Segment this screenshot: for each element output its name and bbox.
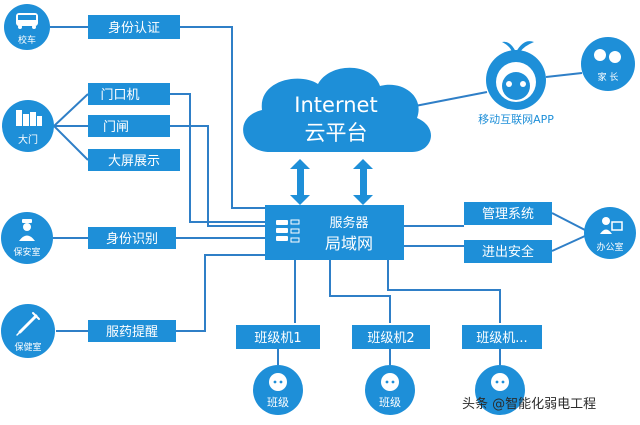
cloud-server-arrows xyxy=(290,159,373,205)
child-face-icon xyxy=(491,373,509,391)
box-medicine-reminder: 服药提醒 xyxy=(106,324,158,340)
node-security-room-label: 保安室 xyxy=(13,246,40,258)
watermark-text: 头条 @智能化弱电工程 xyxy=(462,397,597,412)
child-face-icon xyxy=(381,373,399,391)
right-boxes: 管理系统 进出安全 xyxy=(464,202,552,263)
node-security-room: 保安室 xyxy=(1,212,53,264)
family-icon xyxy=(594,49,621,63)
node-office-label: 办公室 xyxy=(596,241,623,253)
box-class-machine-more: 班级机... xyxy=(476,331,527,346)
node-parents-label: 家 长 xyxy=(598,71,619,83)
box-turnstile: 门闸 xyxy=(103,120,129,135)
node-school-bus: 校车 xyxy=(4,4,50,50)
node-parents: 家 长 xyxy=(581,37,635,91)
guard-icon xyxy=(19,219,35,241)
node-gate: 大门 xyxy=(2,100,54,152)
box-class-machine-2: 班级机2 xyxy=(367,331,414,346)
node-clinic-label: 保健室 xyxy=(14,341,41,353)
child-face-icon xyxy=(269,373,287,391)
node-class-3 xyxy=(475,365,525,415)
server-rack-icon xyxy=(276,219,300,243)
box-big-screen: 大屏展示 xyxy=(108,154,160,169)
mobile-app-label: 移动互联网APP xyxy=(478,113,554,126)
box-id-auth: 身份认证 xyxy=(108,20,160,36)
mobile-app-node: 移动互联网APP xyxy=(478,41,554,126)
node-school-bus-label: 校车 xyxy=(18,34,36,46)
syringe-icon xyxy=(16,312,40,336)
server-lan-box: 服务器 局域网 xyxy=(265,205,404,260)
box-class-machine-1: 班级机1 xyxy=(254,331,301,346)
class-machine-boxes: 班级机1 班级机2 班级机... xyxy=(236,325,542,349)
box-gate-machine: 门口机 xyxy=(100,88,139,103)
node-gate-label: 大门 xyxy=(18,133,38,146)
office-worker-icon xyxy=(600,217,623,234)
box-id-recognition: 身份识别 xyxy=(106,231,158,247)
server-subtitle: 局域网 xyxy=(325,234,373,253)
box-management-system: 管理系统 xyxy=(482,207,534,222)
connector-lines xyxy=(50,26,586,365)
cloud-subtitle: 云平台 xyxy=(305,121,368,145)
building-icon xyxy=(16,110,42,126)
left-boxes: 身份认证 门口机 门闸 大屏展示 身份识别 服药提醒 xyxy=(88,15,180,342)
node-class-1-label: 班级 xyxy=(267,396,289,409)
server-title: 服务器 xyxy=(329,215,368,231)
box-entry-exit-safety: 进出安全 xyxy=(482,244,534,260)
node-class-1: 班级 xyxy=(253,365,303,415)
node-office: 办公室 xyxy=(584,207,636,259)
node-clinic: 保健室 xyxy=(1,304,55,358)
camera-robot-icon xyxy=(486,41,546,110)
cloud-title: Internet xyxy=(294,93,377,117)
node-class-2: 班级 xyxy=(365,365,415,415)
bus-icon xyxy=(16,13,38,29)
cloud-platform: Internet 云平台 xyxy=(243,67,431,152)
node-class-2-label: 班级 xyxy=(379,396,401,409)
